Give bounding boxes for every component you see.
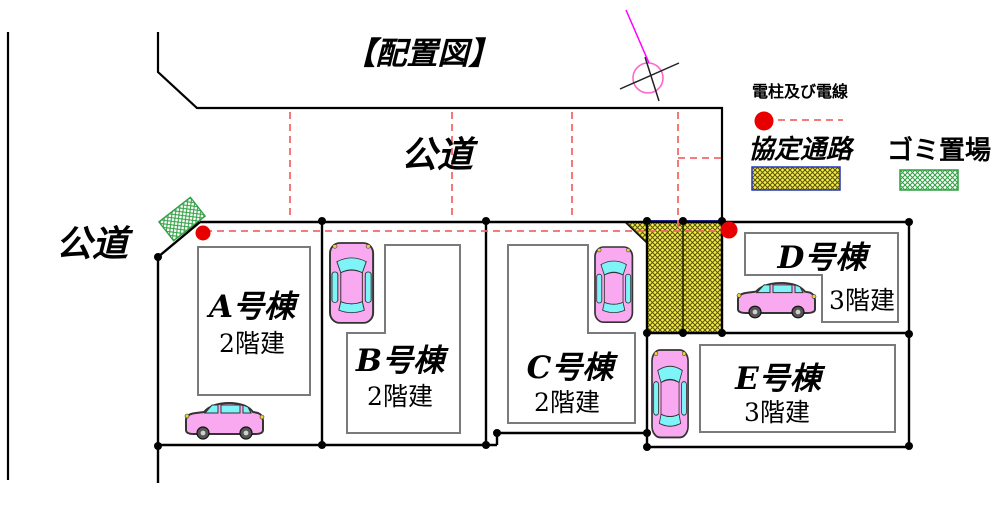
legend-pole-label: 電柱及び電線 <box>752 82 848 101</box>
building-b-outline <box>346 244 461 434</box>
car-icon-lot-d <box>736 281 817 319</box>
building-c-name: C号棟 <box>527 350 619 386</box>
building-a-name: A号棟 <box>206 289 300 325</box>
utility-pole-icon-west <box>195 225 211 241</box>
building-d-floors: 3階建 <box>829 286 895 315</box>
legend-passage-label: 協定通路 <box>748 135 855 165</box>
road-label-left: 公道 <box>56 223 134 265</box>
building-a-outline <box>197 246 311 396</box>
page-title: 【配置図】 <box>345 36 500 72</box>
legend-passage-swatch <box>751 166 841 191</box>
car-icon-lot-c <box>594 246 634 324</box>
building-d-outline <box>744 232 899 323</box>
agreed-passage-area <box>624 220 722 333</box>
road-lines <box>6 32 724 480</box>
building-b-name: B号棟 <box>355 343 449 379</box>
building-outlines <box>197 232 899 434</box>
building-c-floors: 2階建 <box>534 388 600 417</box>
building-b-floors: 2階建 <box>367 382 433 411</box>
garbage-area <box>157 196 207 242</box>
road-label-top: 公道 <box>401 134 479 176</box>
building-e-floors: 3階建 <box>744 398 810 427</box>
legend: 電柱及び電線 協定通路 ゴミ置場 <box>748 82 991 191</box>
building-c-outline <box>507 244 636 424</box>
building-labels: A号棟 2階建 B号棟 2階建 C号棟 2階建 D号棟 3階建 E号棟 3階建 <box>206 240 895 427</box>
legend-garbage-swatch <box>899 169 959 191</box>
boundary-projection-lines <box>205 112 727 232</box>
car-icon-lot-e <box>651 349 690 439</box>
building-e-name: E号棟 <box>734 361 826 397</box>
building-a-floors: 2階建 <box>219 329 285 358</box>
car-icon-lot-b <box>329 242 375 324</box>
building-e-outline <box>699 344 896 433</box>
boundary-marker-dots <box>154 217 913 451</box>
legend-pole-icon <box>754 111 774 131</box>
car-icon-lot-a <box>184 402 265 440</box>
legend-garbage-label: ゴミ置場 <box>887 135 991 166</box>
building-d-name: D号棟 <box>777 240 872 276</box>
utility-pole-icon-east <box>720 221 738 239</box>
north-arrow-icon <box>619 9 680 102</box>
